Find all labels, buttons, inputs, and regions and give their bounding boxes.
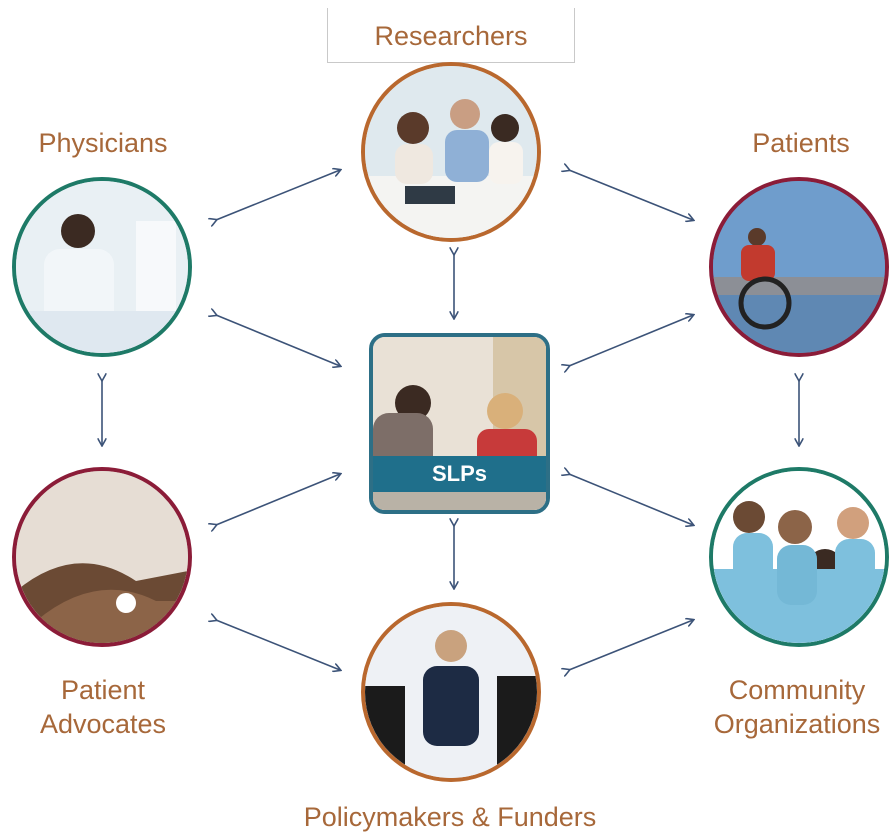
arrow-researchers-patients (569, 170, 693, 220)
arrow-patients-slps (569, 315, 693, 366)
slps-card-footer (373, 492, 546, 510)
arrow-physicians-researchers (216, 170, 340, 220)
patients-photo (709, 177, 889, 357)
patient-advocates-photo (12, 467, 192, 647)
patient-advocates-photo-illustration (16, 471, 188, 643)
patient-advocates-label: Patient Advocates (14, 673, 192, 741)
arrow-patient-advocates-slps (216, 474, 340, 525)
community-organizations-label-line2: Organizations (713, 709, 881, 739)
researchers-label-text: Researchers (374, 21, 528, 51)
community-organizations-label-line1: Community (728, 675, 866, 705)
slps-card: SLPs (369, 333, 550, 514)
patients-label: Patients (752, 128, 850, 158)
physicians-photo (12, 177, 192, 357)
physicians-label: Physicians (38, 128, 168, 158)
slps-label-band: SLPs (373, 456, 546, 492)
community-organizations-photo (709, 467, 889, 647)
researchers-photo (361, 62, 541, 242)
community-organizations-label: Community Organizations (700, 673, 894, 741)
researchers-label: Researchers (327, 8, 575, 63)
arrow-community-organizations-policymakers-funders (569, 620, 693, 670)
arrow-community-organizations-slps (569, 474, 693, 525)
arrow-physicians-slps (216, 315, 340, 366)
slps-label: SLPs (431, 461, 488, 486)
researchers-photo-illustration (365, 66, 537, 238)
arrow-patient-advocates-policymakers-funders (216, 620, 340, 670)
policymakers-funders-label: Policymakers & Funders (303, 802, 597, 832)
patient-advocates-label-line1: Patient (60, 675, 146, 705)
patient-advocates-label-line2: Advocates (39, 709, 167, 739)
